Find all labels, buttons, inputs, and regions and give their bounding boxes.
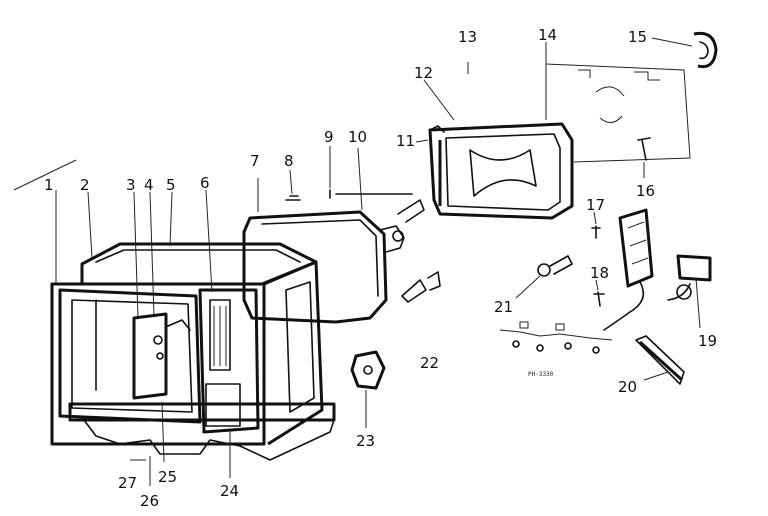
callout-24: 24 <box>220 482 239 500</box>
callout-7: 7 <box>250 152 260 170</box>
callout-13: 13 <box>458 28 477 46</box>
yoke-brackets <box>285 189 441 303</box>
callout-25: 25 <box>158 468 177 486</box>
picture-tube <box>242 210 405 324</box>
callout-2: 2 <box>80 176 90 194</box>
callout-22: 22 <box>420 354 439 372</box>
callout-19: 19 <box>698 332 717 350</box>
callout-1: 1 <box>44 176 54 194</box>
callout-17: 17 <box>586 196 605 214</box>
callout-27: 27 <box>118 474 137 492</box>
small-parts: PH-3330 <box>499 208 712 385</box>
callout-3: 3 <box>126 176 136 194</box>
callout-5: 5 <box>166 176 176 194</box>
part-23 <box>350 350 386 390</box>
leader-lines <box>13 37 701 486</box>
callout-6: 6 <box>200 174 210 192</box>
callout-18: 18 <box>590 264 609 282</box>
chassis-frame <box>428 122 574 220</box>
cabinet <box>50 242 336 461</box>
callout-21: 21 <box>494 298 513 316</box>
callout-26: 26 <box>140 492 159 510</box>
callout-9: 9 <box>324 128 334 146</box>
callout-11: 11 <box>396 132 415 150</box>
callout-14: 14 <box>538 26 557 44</box>
speaker-part <box>693 31 718 69</box>
drawing-code: PH-3330 <box>528 371 554 378</box>
callout-8: 8 <box>284 152 294 170</box>
callout-15: 15 <box>628 28 647 46</box>
callout-12: 12 <box>414 64 433 82</box>
callout-4: 4 <box>144 176 154 194</box>
callout-20: 20 <box>618 378 637 396</box>
callout-labels: 1 2 3 4 5 6 7 8 9 10 11 12 13 14 15 16 1… <box>44 26 717 510</box>
callout-16: 16 <box>636 182 655 200</box>
callout-23: 23 <box>356 432 375 450</box>
back-cover <box>545 63 691 163</box>
callout-10: 10 <box>348 128 367 146</box>
